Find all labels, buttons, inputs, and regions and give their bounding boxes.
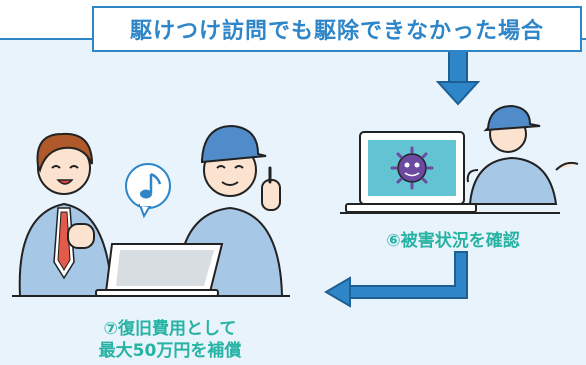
banner: 駆けつけ訪問でも駆除できなかった場合 bbox=[92, 6, 582, 52]
step6-caption: ⑥被害状況を確認 bbox=[386, 231, 520, 251]
virus-laptop bbox=[340, 131, 560, 214]
left-arrow-icon bbox=[324, 251, 468, 308]
step7-caption: ⑦復旧費用として 最大50万円を補償 bbox=[60, 318, 280, 362]
virus-icon bbox=[390, 146, 434, 190]
step7-line2: 最大50万円を補償 bbox=[98, 341, 242, 361]
step7-line1: ⑦復旧費用として bbox=[103, 319, 237, 339]
worker-right bbox=[466, 104, 579, 205]
customer-man bbox=[18, 132, 114, 297]
music-note-icon bbox=[125, 163, 171, 219]
laptop-left bbox=[95, 243, 224, 297]
down-arrow-icon bbox=[435, 49, 481, 106]
